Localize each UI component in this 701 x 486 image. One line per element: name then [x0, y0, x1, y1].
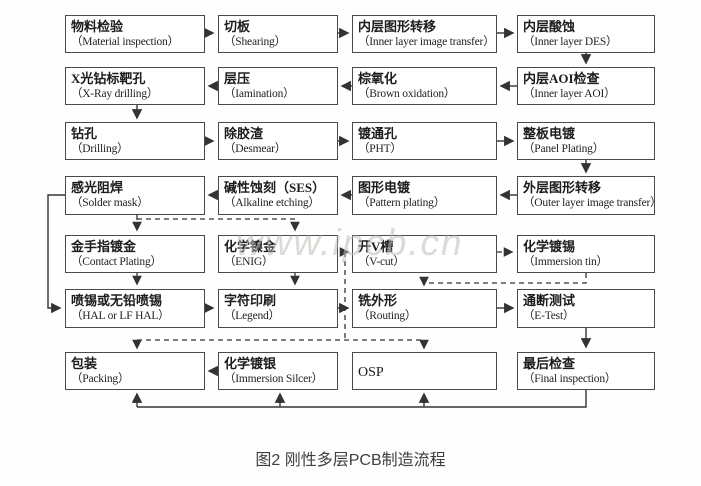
node-pattern-plating: 图形电镀 （Pattern plating） — [352, 176, 497, 215]
node-shearing: 切板 （Shearing） — [218, 15, 338, 53]
node-label-zh: 钻孔 — [71, 126, 98, 141]
node-immersion-silver: 化学镀银 （Immersion Silcer） — [218, 352, 338, 390]
node-hal: 喷锡或无铅喷锡 （HAL or LF HAL） — [65, 289, 205, 328]
node-label-zh: 内层图形转移 — [358, 19, 437, 34]
node-label-zh: 喷锡或无铅喷锡 — [71, 293, 163, 308]
node-label-zh: 最后检查 — [523, 356, 576, 371]
node-alkaline-etching: 碱性蚀刻（SES） （Alkaline etching） — [218, 176, 338, 215]
node-label-en: （Material inspection） — [71, 36, 179, 48]
node-immersion-tin: 化学镀锡 （Immersion tin） — [517, 235, 655, 273]
node-label-zh: 化学镀锡 — [523, 239, 576, 254]
node-label-en: （Inner layer DES） — [523, 36, 618, 48]
dashed-connectors — [132, 215, 587, 350]
node-label-en: （Immersion tin） — [523, 256, 608, 268]
node-label-zh: 碱性蚀刻（SES） — [224, 180, 326, 195]
node-enig: 化学镍金 （ENIG） — [218, 235, 338, 273]
node-label-en: （Shearing） — [224, 36, 286, 48]
node-e-test: 通断测试 （E-Test） — [517, 289, 655, 328]
node-label-zh: 层压 — [224, 71, 251, 86]
node-label-en: （Routing） — [358, 310, 417, 322]
node-label-en: （HAL or LF HAL） — [71, 310, 170, 322]
node-inner-layer-image-transfer: 内层图形转移 （Inner layer image transfer） — [352, 15, 497, 53]
node-panel-plating: 整板电镀 （Panel Plating） — [517, 122, 655, 160]
node-label-zh: 除胶渣 — [224, 126, 264, 141]
node-label-zh: X光钻标靶孔 — [71, 71, 146, 86]
node-inner-layer-aoi: 内层AOI检查 （Inner layer AOI） — [517, 67, 655, 105]
node-desmear: 除胶渣 （Desmear） — [218, 122, 338, 160]
node-label-zh: 化学镍金 — [224, 239, 277, 254]
node-solder-mask: 感光阻焊 （Solder mask） — [65, 176, 205, 215]
node-label-zh: 感光阻焊 — [71, 180, 124, 195]
node-label-en: （Drilling） — [71, 143, 129, 155]
node-label-zh: 铣外形 — [358, 293, 398, 308]
node-label-en: （Immersion Silcer） — [224, 373, 323, 385]
node-label-zh: OSP — [358, 364, 384, 380]
node-label-en: （Legend） — [224, 310, 280, 322]
node-label-en: （Solder mask） — [71, 197, 149, 209]
node-label-zh: 内层酸蚀 — [523, 19, 576, 34]
node-final-inspection: 最后检查 （Final inspection） — [517, 352, 655, 390]
node-label-zh: 包装 — [71, 356, 98, 371]
node-label-zh: 镀通孔 — [358, 126, 398, 141]
node-xray-drilling: X光钻标靶孔 （X-Ray drilling） — [65, 67, 205, 105]
node-label-en: （Panel Plating） — [523, 143, 605, 155]
node-label-en: （Packing） — [71, 373, 130, 385]
node-osp: OSP — [352, 352, 497, 390]
node-inner-layer-des: 内层酸蚀 （Inner layer DES） — [517, 15, 655, 53]
node-label-en: （Brown oxidation） — [358, 88, 456, 100]
node-label-zh: 金手指镀金 — [71, 239, 137, 254]
node-legend: 字符印刷 （Legend） — [218, 289, 338, 328]
node-routing: 铣外形 （Routing） — [352, 289, 497, 328]
node-label-zh: 图形电镀 — [358, 180, 411, 195]
node-label-zh: 棕氧化 — [358, 71, 398, 86]
node-label-zh: 物料检验 — [71, 19, 124, 34]
node-material-inspection: 物料检验 （Material inspection） — [65, 15, 205, 53]
figure-caption: 图2 刚性多层PCB制造流程 — [255, 452, 446, 469]
node-label-en: （Pattern plating） — [358, 197, 445, 209]
node-label-en: （Contact Plating） — [71, 256, 162, 268]
solid-connectors — [47, 27, 592, 408]
node-drilling: 钻孔 （Drilling） — [65, 122, 205, 160]
node-label-en: （Final inspection） — [523, 373, 617, 385]
node-label-zh: 字符印刷 — [224, 293, 277, 308]
node-label-zh: 开V槽 — [358, 239, 394, 254]
node-label-en: （V-cut） — [358, 256, 405, 268]
node-outer-layer-image-transfer: 外层图形转移 （Outer layer image transfer） — [517, 176, 662, 215]
node-label-en: （Inner layer AOI） — [523, 88, 616, 100]
node-v-cut: 开V槽 （V-cut） — [352, 235, 497, 273]
node-label-zh: 内层AOI检查 — [523, 71, 600, 86]
node-label-en: （ENIG） — [224, 256, 274, 268]
node-label-zh: 切板 — [224, 19, 251, 34]
node-label-en: （X-Ray drilling） — [71, 88, 159, 100]
node-label-en: （Iamination） — [224, 88, 295, 100]
node-label-en: （Desmear） — [224, 143, 287, 155]
node-label-zh: 外层图形转移 — [523, 180, 602, 195]
node-brown-oxidation: 棕氧化 （Brown oxidation） — [352, 67, 497, 105]
node-label-en: （Inner layer image transfer） — [358, 36, 495, 48]
node-label-en: （Alkaline etching） — [224, 197, 320, 209]
node-lamination: 层压 （Iamination） — [218, 67, 338, 105]
node-label-en: （Outer layer image transfer） — [523, 197, 662, 209]
node-label-en: （PHT） — [358, 143, 402, 155]
node-packing: 包装 （Packing） — [65, 352, 205, 390]
node-label-en: （E-Test） — [523, 310, 575, 322]
node-pht: 镀通孔 （PHT） — [352, 122, 497, 160]
node-label-zh: 化学镀银 — [224, 356, 277, 371]
node-label-zh: 通断测试 — [523, 293, 576, 308]
node-contact-plating: 金手指镀金 （Contact Plating） — [65, 235, 205, 273]
node-label-zh: 整板电镀 — [523, 126, 576, 141]
